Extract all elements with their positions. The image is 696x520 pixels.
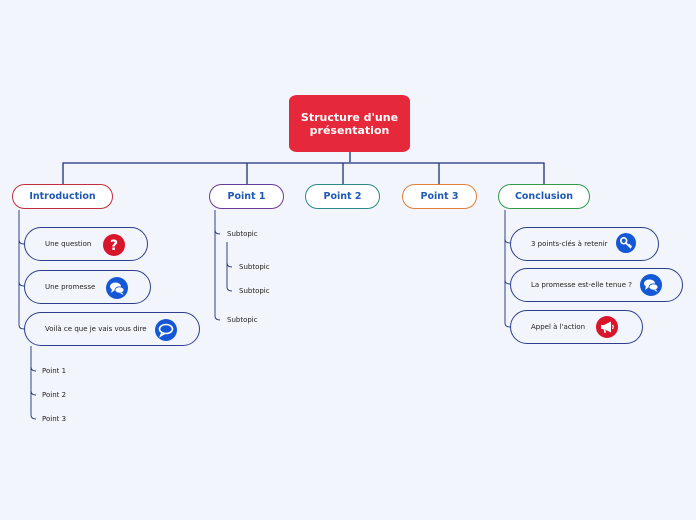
topic-points-cles-label: 3 points-clés à retenir (531, 240, 608, 248)
branch-point-2-label: Point 2 (323, 191, 362, 202)
topic-points-cles[interactable]: 3 points-clés à retenir (510, 227, 659, 261)
point1-subtopic[interactable]: Subtopic (227, 230, 258, 238)
root-topic[interactable]: Structure d'une présentation (289, 95, 410, 152)
point1-subtopic-child-2[interactable]: Subtopic (239, 287, 270, 295)
branch-point-2[interactable]: Point 2 (305, 184, 380, 209)
topic-promesse-tenue-label: La promesse est-elle tenue ? (531, 281, 632, 289)
question-mark-icon: ? (103, 234, 125, 256)
topic-voila[interactable]: Voilà ce que je vais vous dire (24, 312, 200, 346)
branch-point-3-label: Point 3 (420, 191, 459, 202)
speech-bubble-icon (155, 319, 177, 341)
voila-point-2[interactable]: Point 2 (42, 391, 67, 399)
topic-appel-action-label: Appel à l'action (531, 323, 586, 331)
topic-voila-label: Voilà ce que je vais vous dire (45, 325, 147, 333)
key-icon (616, 233, 636, 253)
branch-introduction-label: Introduction (29, 191, 96, 202)
root-topic-label: Structure d'une présentation (300, 110, 399, 137)
topic-une-question-label: Une question (45, 240, 92, 248)
topic-une-question[interactable]: Une question ? (24, 227, 148, 261)
branch-conclusion[interactable]: Conclusion (498, 184, 590, 209)
branch-conclusion-label: Conclusion (514, 191, 574, 202)
branch-introduction[interactable]: Introduction (12, 184, 113, 209)
voila-point-3[interactable]: Point 3 (42, 415, 67, 423)
point1-subtopic-child-1[interactable]: Subtopic (239, 263, 270, 271)
topic-une-promesse-label: Une promesse (45, 283, 96, 291)
branch-point-3[interactable]: Point 3 (402, 184, 477, 209)
svg-text:?: ? (110, 238, 118, 254)
chat-bubbles-icon (640, 274, 662, 296)
topic-promesse-tenue[interactable]: La promesse est-elle tenue ? (510, 268, 683, 302)
branch-point-1-label: Point 1 (227, 191, 266, 202)
megaphone-icon (596, 316, 618, 338)
chat-bubbles-icon (106, 277, 128, 299)
branch-point-1[interactable]: Point 1 (209, 184, 284, 209)
voila-point-1[interactable]: Point 1 (42, 367, 67, 375)
topic-appel-action[interactable]: Appel à l'action (510, 310, 643, 344)
topic-une-promesse[interactable]: Une promesse (24, 270, 151, 304)
point1-subtopic-2[interactable]: Subtopic (227, 316, 258, 324)
